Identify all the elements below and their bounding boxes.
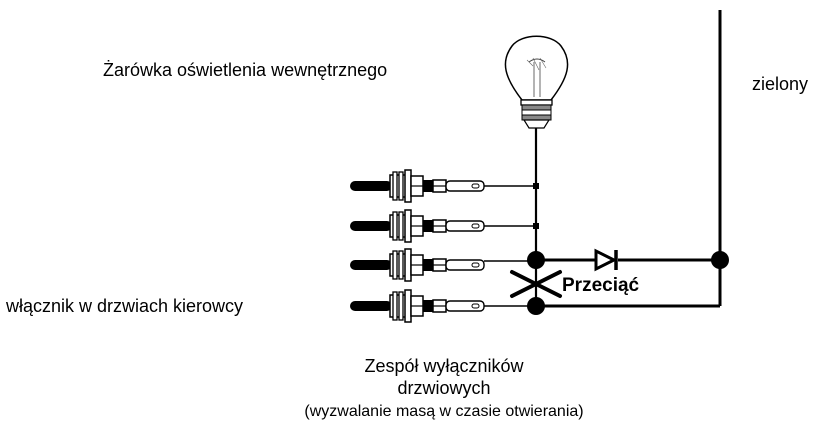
driver-door-switch-label: włącznik w drzwiach kierowcy (6, 296, 244, 316)
diode-icon (594, 248, 618, 272)
bulb-label: Żarówka oświetlenia wewnętrznego (103, 60, 388, 80)
green-wire-label: zielony (752, 74, 809, 94)
door-switch-icon (349, 248, 485, 282)
junction-node (711, 251, 729, 269)
switch-assembly-label-line1: Zespół wyłączników (364, 356, 524, 376)
junction-dot (533, 183, 539, 189)
switch-assembly-note: (wyzwalanie masą w czasie otwierania) (304, 403, 584, 420)
junction-node (527, 251, 545, 269)
light-bulb-icon (504, 35, 569, 129)
junction-node (527, 297, 545, 315)
cut-mark-icon (510, 270, 562, 298)
switch-assembly-label-line2: drzwiowych (397, 378, 491, 398)
cut-label: Przeciąć (562, 275, 640, 296)
door-switch-icon (349, 169, 485, 203)
door-switch-icon (349, 209, 485, 243)
junction-dot (533, 223, 539, 229)
door-switch-icon (349, 289, 485, 323)
